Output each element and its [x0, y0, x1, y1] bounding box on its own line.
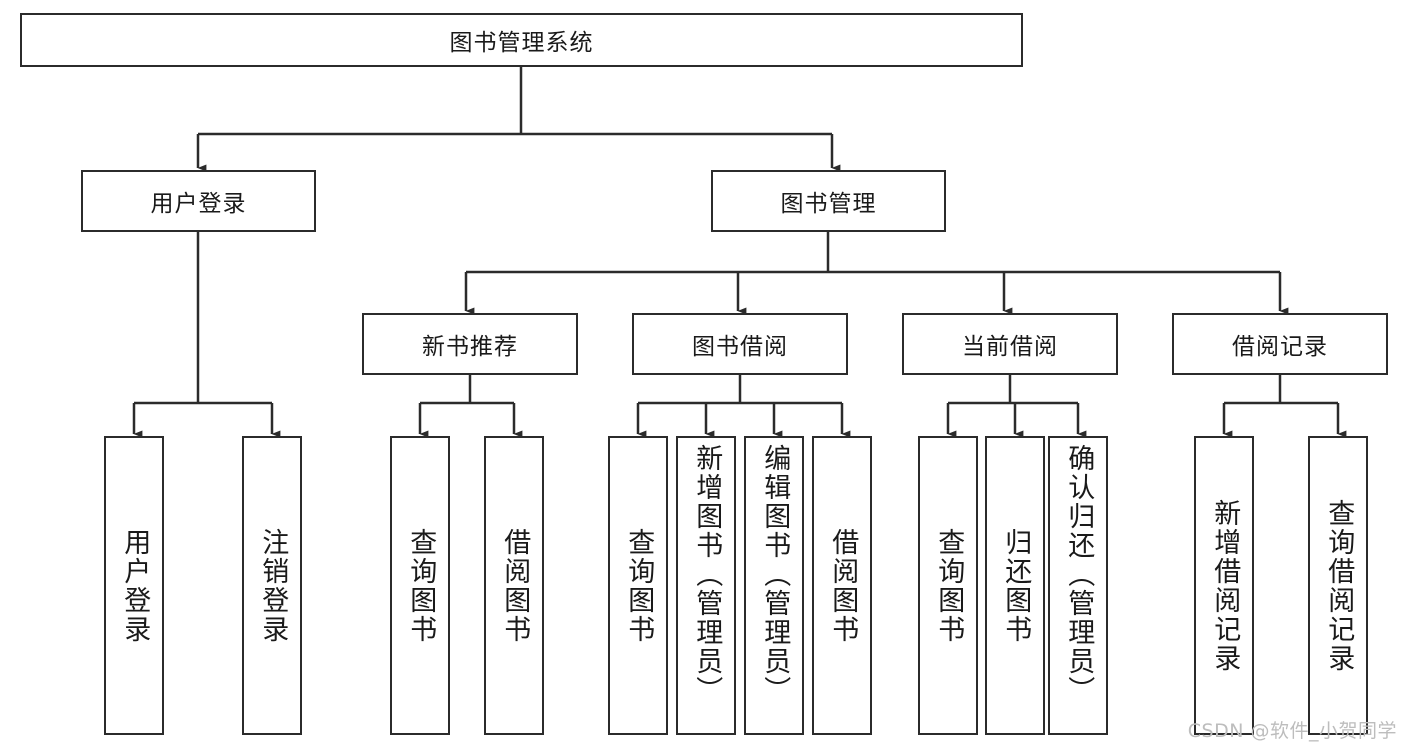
- node-label: 查询图书: [405, 527, 437, 644]
- node-label: 编辑图书（管理员）: [759, 444, 791, 705]
- node-label: 查询借阅记录: [1323, 498, 1355, 673]
- node-label: 归还图书: [1000, 527, 1032, 644]
- node-label: 新增借阅记录: [1209, 498, 1241, 673]
- node-user-login[interactable]: 用户登录: [81, 170, 316, 232]
- node-new-book-rec[interactable]: 新书推荐: [362, 313, 578, 375]
- node-borrow-record[interactable]: 借阅记录: [1172, 313, 1388, 375]
- node-leaf-borrow-book[interactable]: 借阅图书: [812, 436, 872, 735]
- node-label: 借阅图书: [499, 527, 531, 644]
- node-label: 图书管理系统: [449, 30, 594, 56]
- node-label: 新书推荐: [422, 334, 518, 360]
- node-label: 图书管理: [780, 191, 877, 217]
- node-book-borrow[interactable]: 图书借阅: [632, 313, 848, 375]
- node-leaf-add-record[interactable]: 新增借阅记录: [1194, 436, 1254, 735]
- node-book-manage[interactable]: 图书管理: [711, 170, 946, 232]
- node-label: 用户登录: [150, 191, 247, 217]
- node-label: 借阅记录: [1232, 334, 1328, 360]
- node-leaf-query-book-cur[interactable]: 查询图书: [918, 436, 978, 735]
- node-leaf-query-book-rec[interactable]: 查询图书: [390, 436, 450, 735]
- node-leaf-logout[interactable]: 注销登录: [242, 436, 302, 735]
- node-label: 新增图书（管理员）: [691, 444, 723, 705]
- node-label: 借阅图书: [827, 527, 859, 644]
- connector-group: [132, 67, 1347, 438]
- node-label: 查询图书: [933, 527, 965, 644]
- node-label: 图书借阅: [692, 334, 788, 360]
- node-leaf-return-book[interactable]: 归还图书: [985, 436, 1045, 735]
- node-leaf-add-book[interactable]: 新增图书（管理员）: [676, 436, 736, 735]
- node-leaf-query-book-borrow[interactable]: 查询图书: [608, 436, 668, 735]
- node-label: 确认归还（管理员）: [1063, 444, 1095, 705]
- node-label: 查询图书: [623, 527, 655, 644]
- watermark-text: CSDN @软件_小贺同学: [1187, 720, 1397, 742]
- node-current-borrow[interactable]: 当前借阅: [902, 313, 1118, 375]
- node-root[interactable]: 图书管理系统: [20, 13, 1023, 67]
- node-leaf-borrow-book-rec[interactable]: 借阅图书: [484, 436, 544, 735]
- node-leaf-edit-book[interactable]: 编辑图书（管理员）: [744, 436, 804, 735]
- node-leaf-query-record[interactable]: 查询借阅记录: [1308, 436, 1368, 735]
- node-label: 注销登录: [257, 527, 289, 644]
- node-label: 用户登录: [119, 527, 151, 644]
- node-leaf-confirm-return[interactable]: 确认归还（管理员）: [1048, 436, 1108, 735]
- node-leaf-user-login[interactable]: 用户登录: [104, 436, 164, 735]
- node-label: 当前借阅: [962, 334, 1058, 360]
